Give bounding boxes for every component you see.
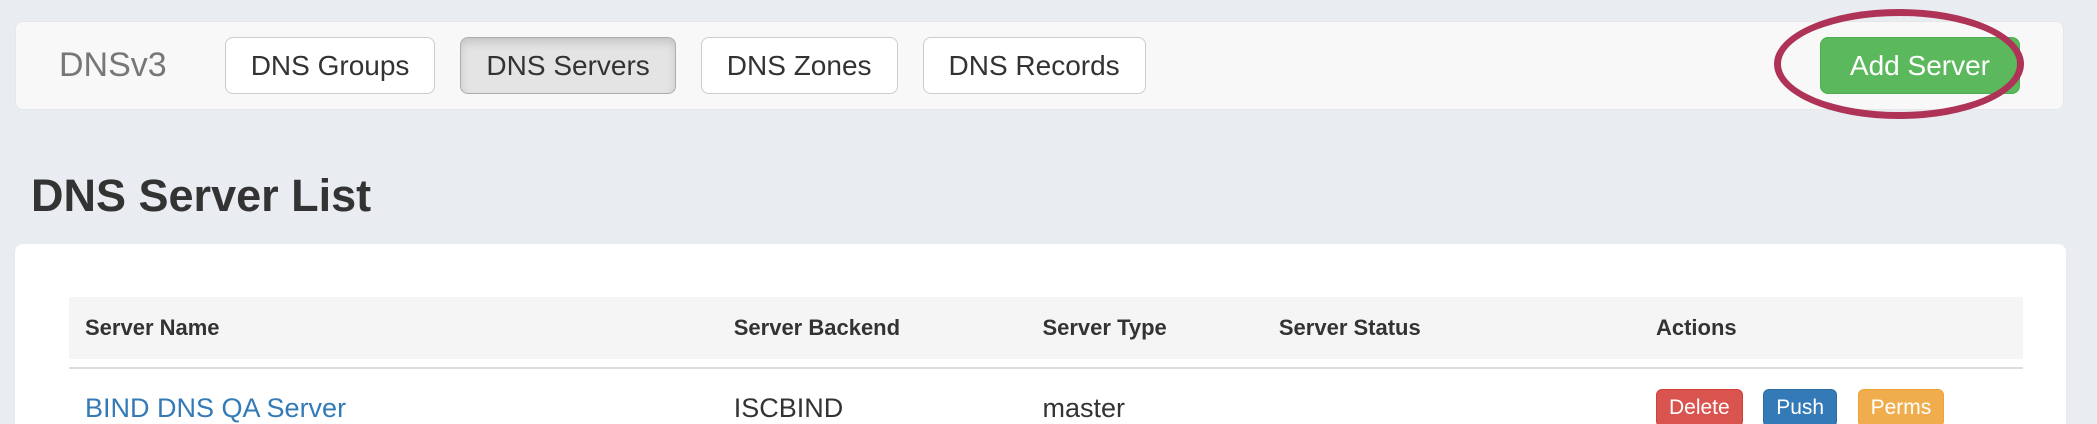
column-header-server-backend: Server Backend — [717, 297, 1027, 367]
server-name-link[interactable]: BIND DNS QA Server — [85, 392, 347, 423]
table-row: BIND DNS QA Server ISCBIND master Delete… — [69, 367, 2023, 424]
page-title: DNS Server List — [31, 170, 372, 221]
navbar: DNSv3 DNS Groups DNS Servers DNS Zones D… — [15, 9, 2064, 119]
add-server-button[interactable]: Add Server — [1819, 37, 2020, 94]
delete-button[interactable]: Delete — [1655, 389, 1743, 424]
add-server-area: Add Server — [1773, 9, 2024, 119]
server-status-cell — [1262, 367, 1640, 424]
server-list-card: Server Name Server Backend Server Type S… — [15, 244, 2066, 424]
actions-cell: Delete Push Perms — [1639, 367, 2023, 424]
server-name-cell: BIND DNS QA Server — [69, 367, 718, 424]
nav-tab-dns-records[interactable]: DNS Records — [922, 37, 1146, 94]
server-backend-cell: ISCBIND — [717, 367, 1027, 424]
column-header-server-status: Server Status — [1262, 297, 1640, 367]
column-header-server-type: Server Type — [1026, 297, 1263, 367]
nav-tab-dns-servers[interactable]: DNS Servers — [460, 37, 676, 94]
perms-button[interactable]: Perms — [1857, 389, 1945, 424]
nav-tab-dns-zones[interactable]: DNS Zones — [700, 37, 898, 94]
page: DNSv3 DNS Groups DNS Servers DNS Zones D… — [0, 9, 2097, 424]
nav-tab-dns-groups[interactable]: DNS Groups — [224, 37, 436, 94]
push-button[interactable]: Push — [1763, 389, 1838, 424]
app-brand: DNSv3 — [59, 46, 167, 84]
server-type-cell: master — [1026, 367, 1263, 424]
table-header: Server Name Server Backend Server Type S… — [69, 297, 2023, 367]
column-header-server-name: Server Name — [69, 297, 718, 367]
server-table: Server Name Server Backend Server Type S… — [69, 297, 2023, 424]
column-header-actions: Actions — [1639, 297, 2023, 367]
